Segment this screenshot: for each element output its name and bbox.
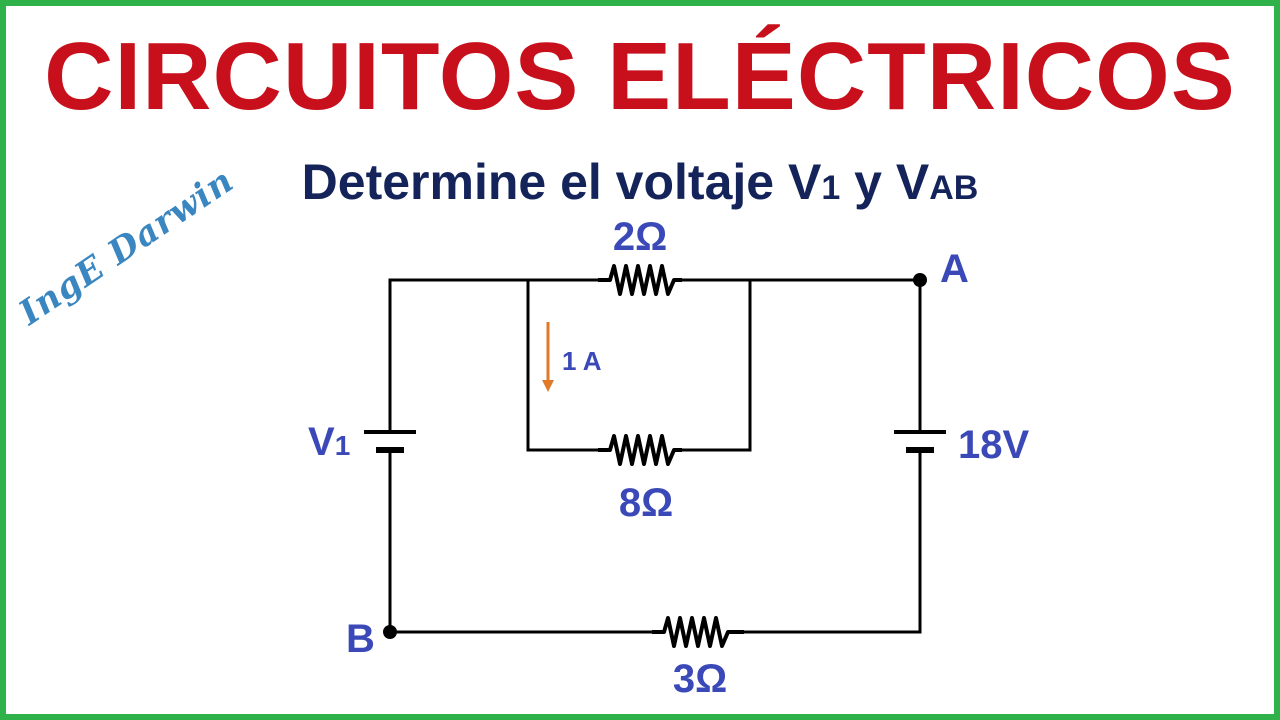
resistor-3-ohm [652,616,744,648]
resistor-2-ohm [598,264,682,296]
battery-v1 [364,430,416,453]
problem-statement: Determine el voltaje V1 y VAB [0,150,1280,220]
source-v1-subscript: 1 [335,430,351,461]
battery-18v [894,430,946,453]
statement-text-1: Determine el voltaje V [301,154,822,210]
node-b-dot [383,625,397,639]
statement-subscript-ab: AB [929,169,979,207]
resistor-8-ohm [598,434,682,466]
resistor-2-ohm-label: 2Ω [613,215,667,259]
resistor-3-ohm-label: 3Ω [673,657,727,701]
wire-parallel-right [680,278,752,452]
resistor-8-ohm-label: 8Ω [619,481,673,525]
statement-text-2: y V [840,154,930,210]
source-v1-label: V1 [308,420,350,464]
source-18v-label: 18V [958,423,1029,467]
statement-subscript-1: 1 [821,169,841,207]
node-a-label: A [940,247,969,291]
wire-top-right [680,278,922,434]
page-title: CIRCUITOS ELÉCTRICOS [44,23,1236,130]
wire-parallel-left [526,278,600,452]
node-b-label: B [346,617,375,661]
current-label: 1 A [562,346,602,376]
current-arrow [542,322,554,392]
node-a-dot [913,273,927,287]
circuit-wires [388,278,922,634]
source-v1-letter: V [308,420,335,464]
